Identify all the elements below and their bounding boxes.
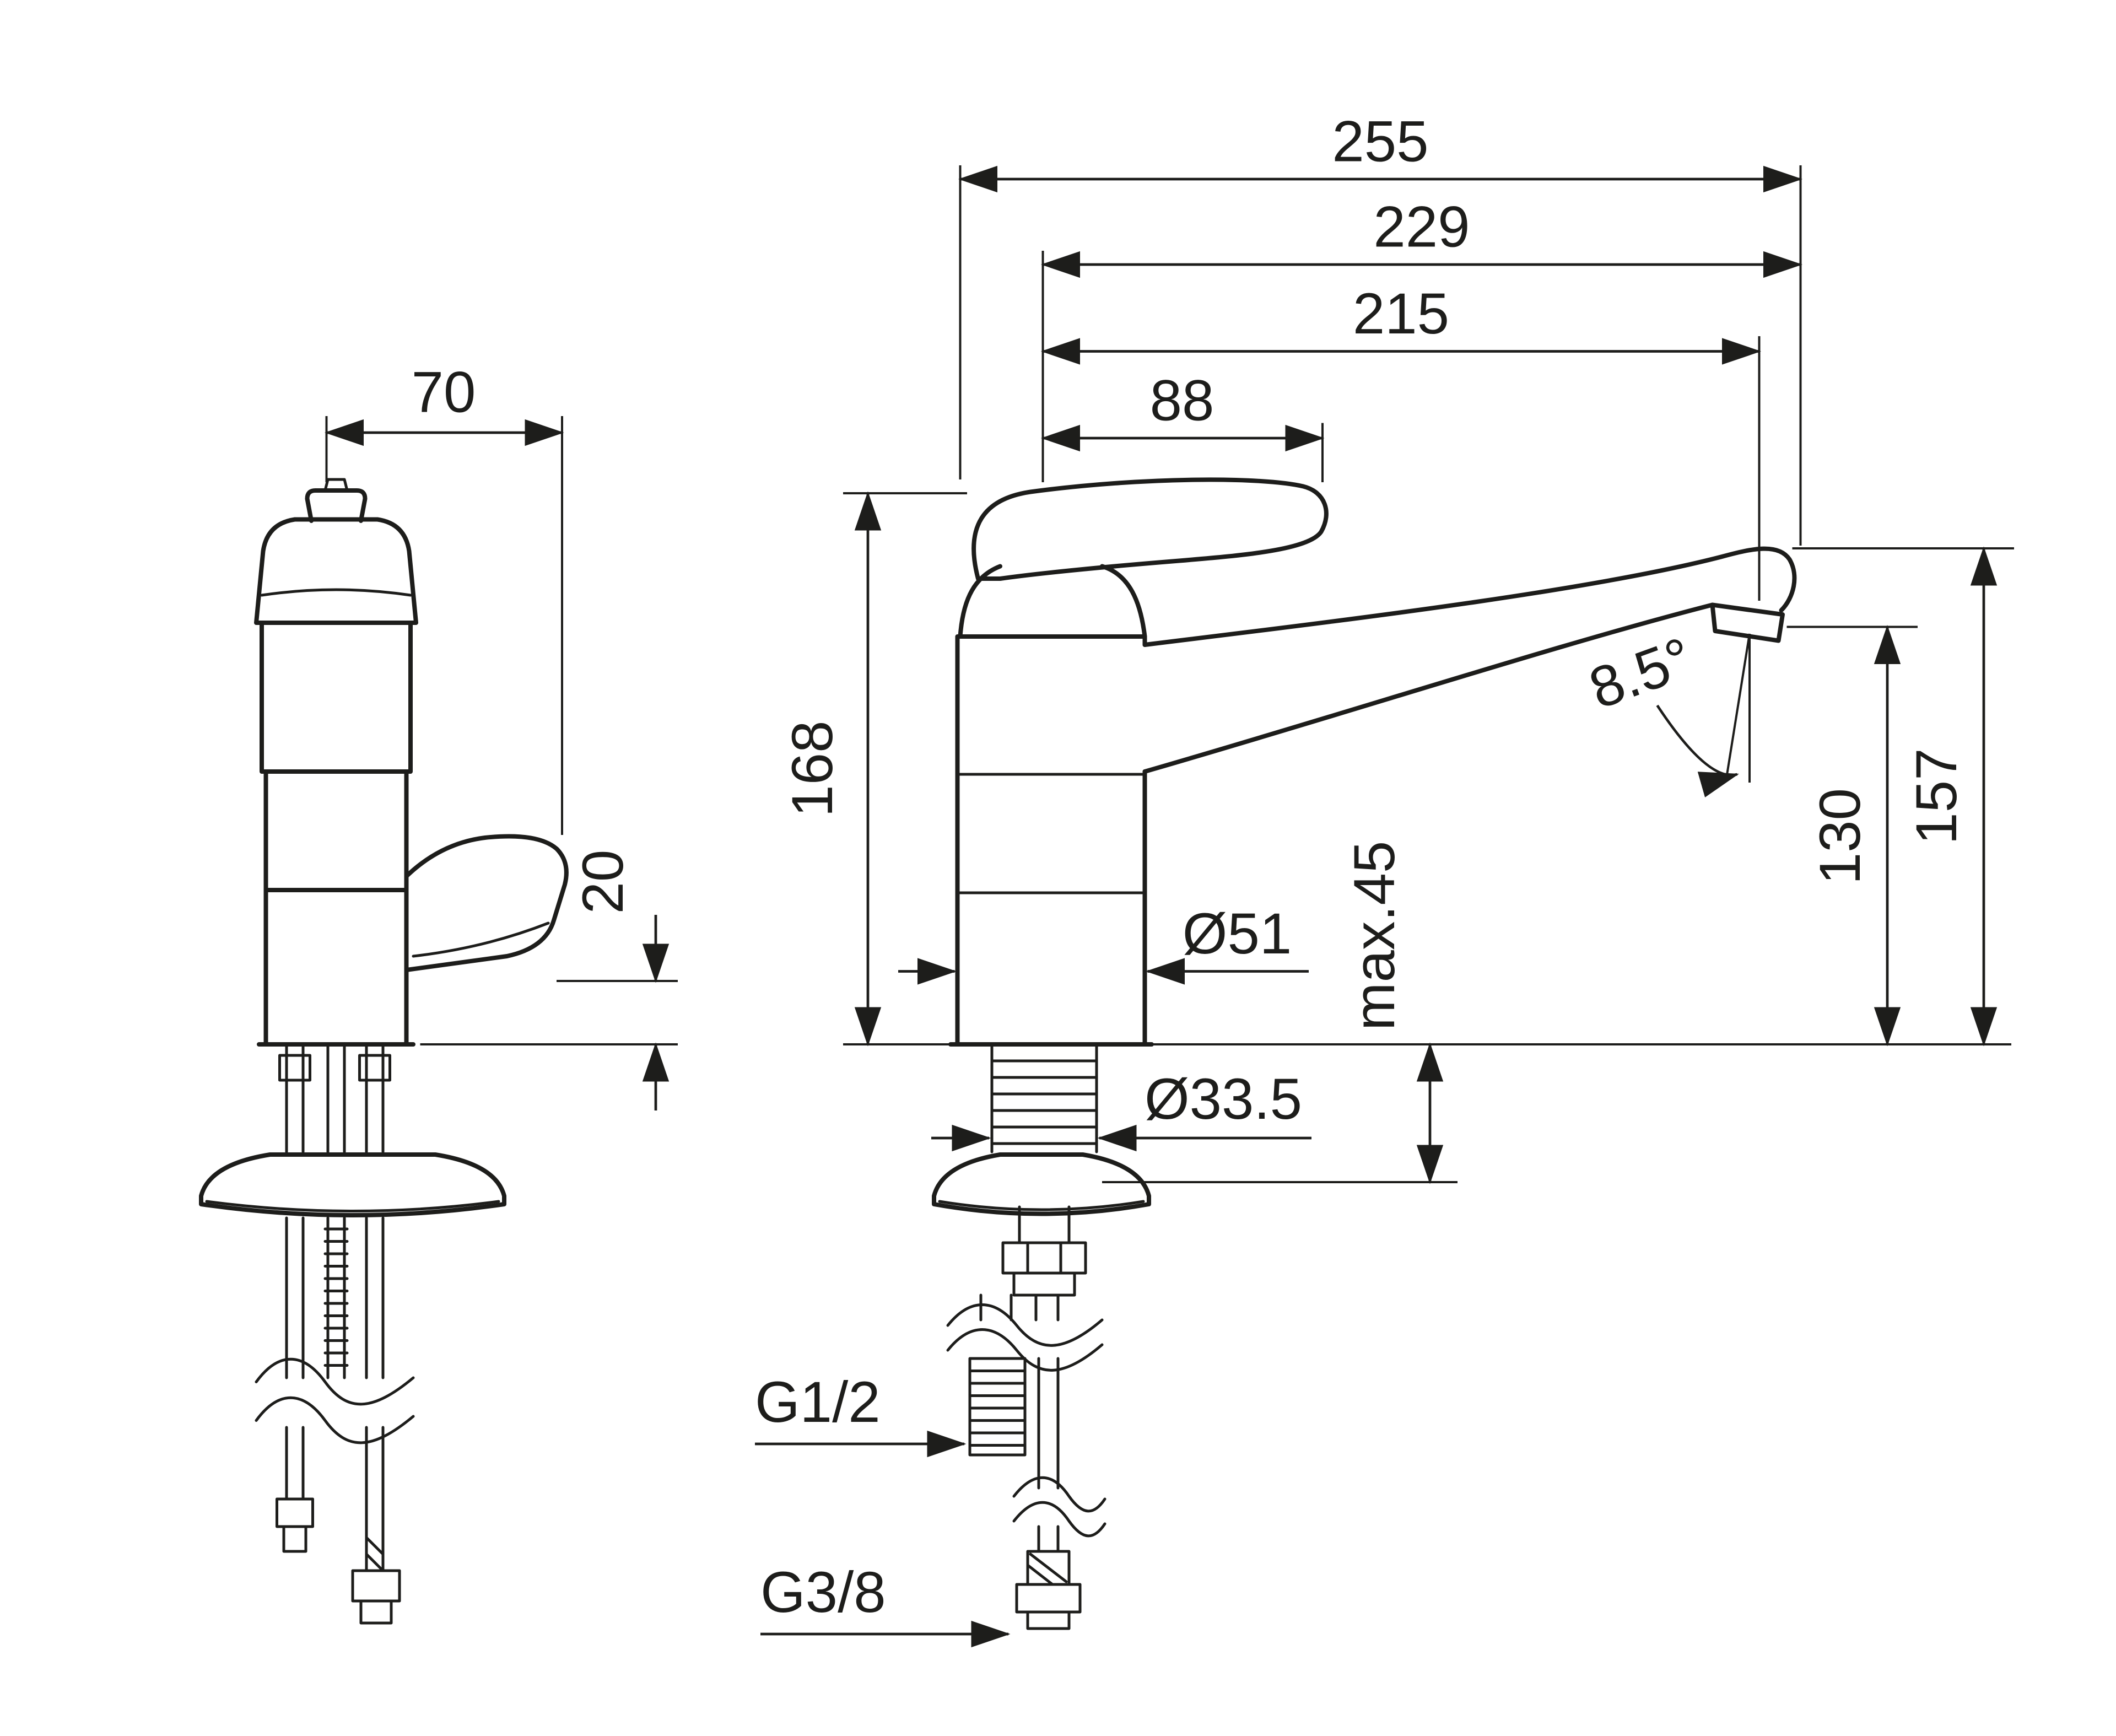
outlet-height-label: 130 [1808, 788, 1872, 885]
max-deck-thickness-label: max.45 [1342, 841, 1407, 1031]
total-length-label: 255 [1332, 110, 1428, 174]
side-view-break-lines [255, 1357, 415, 1444]
dim-spout-reach-outlet: 215 [1040, 282, 1762, 601]
side-view [199, 478, 569, 1625]
side-view-faucet-body [254, 478, 569, 1047]
spout-reach-outer-label: 229 [1373, 195, 1470, 260]
front-view-break-lines-upper [946, 1303, 1104, 1372]
side-view-thread-ticks [323, 1227, 349, 1367]
supply-thread-label: G1/2 [755, 1370, 881, 1435]
dim-spout-angle: 8.5° [1581, 626, 1751, 797]
body-diameter-label: Ø51 [1183, 902, 1292, 966]
dim-body-diameter: Ø51 [898, 902, 1309, 985]
dim-spout-offset: 20 [420, 850, 678, 1110]
dim-shank-diameter: Ø33.5 [931, 1067, 1311, 1152]
front-view-break-lines-lower [1012, 1476, 1106, 1538]
spout-offset-label: 20 [571, 850, 635, 914]
dim-outlet-height: 130 [1786, 624, 1918, 1047]
dim-body-height: 168 [780, 491, 967, 1047]
front-view-faucet-body [948, 477, 1797, 1047]
dim-handle-length: 88 [1040, 369, 1325, 482]
dimensions: 70 20 255 229 215 [324, 110, 2014, 1648]
top-width-label: 70 [412, 360, 476, 425]
dim-total-length: 255 [958, 110, 1803, 546]
hose-thread-label: G3/8 [760, 1560, 886, 1625]
dim-supply-thread: G1/2 [755, 1370, 967, 1458]
supply-pipe-thread-ticks [968, 1370, 1027, 1447]
dim-spout-reach-outer: 229 [1040, 195, 1803, 482]
shank-diameter-label: Ø33.5 [1145, 1067, 1302, 1131]
spout-reach-outlet-label: 215 [1353, 282, 1449, 346]
spout-top-height-label: 157 [1904, 748, 1969, 844]
side-view-supply-lines [199, 1043, 506, 1625]
front-view [932, 477, 1797, 1630]
front-view-supply-lines [932, 1043, 1151, 1630]
dim-spout-top-height: 157 [1792, 546, 2014, 1047]
dim-top-width: 70 [324, 360, 564, 835]
handle-length-label: 88 [1150, 369, 1214, 433]
spout-angle-label: 8.5° [1581, 626, 1701, 721]
body-height-label: 168 [780, 720, 845, 817]
dim-hose-thread: G3/8 [760, 1560, 1011, 1648]
dim-max-deck-thickness: max.45 [1102, 841, 1458, 1184]
shank-thread-ticks [990, 1059, 1098, 1145]
